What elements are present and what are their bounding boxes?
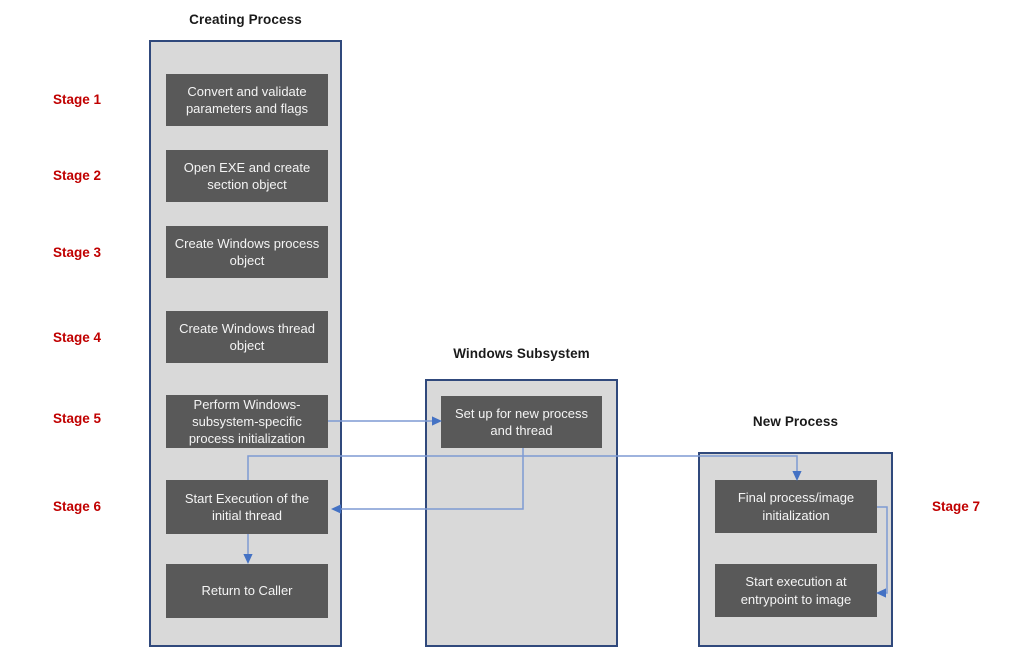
stage-label-1: Stage 1	[52, 92, 102, 107]
creating-process-title: Creating Process	[189, 12, 302, 27]
step-setup-new-process-and-thread: Set up for new process and thread	[441, 396, 602, 448]
step-subsystem-specific-process-init: Perform Windows-subsystem-specific proce…	[166, 395, 328, 448]
step-final-process-image-init: Final process/image initialization	[715, 480, 877, 533]
stage-label-3: Stage 3	[52, 245, 102, 260]
step-create-windows-process-object: Create Windows process object	[166, 226, 328, 278]
stage-label-2: Stage 2	[52, 168, 102, 183]
stage-label-5: Stage 5	[52, 411, 102, 426]
step-open-exe-create-section: Open EXE and create section object	[166, 150, 328, 202]
stage-label-4: Stage 4	[52, 330, 102, 345]
step-convert-validate-parameters: Convert and validate parameters and flag…	[166, 74, 328, 126]
step-start-execution-initial-thread: Start Execution of the initial thread	[166, 480, 328, 534]
stage-label-6: Stage 6	[52, 499, 102, 514]
step-create-windows-thread-object: Create Windows thread object	[166, 311, 328, 363]
step-return-to-caller: Return to Caller	[166, 564, 328, 618]
step-start-execution-at-entrypoint: Start execution at entrypoint to image	[715, 564, 877, 617]
windows-subsystem-title: Windows Subsystem	[453, 346, 590, 361]
stage-label-7: Stage 7	[931, 499, 981, 514]
new-process-title: New Process	[752, 414, 839, 429]
